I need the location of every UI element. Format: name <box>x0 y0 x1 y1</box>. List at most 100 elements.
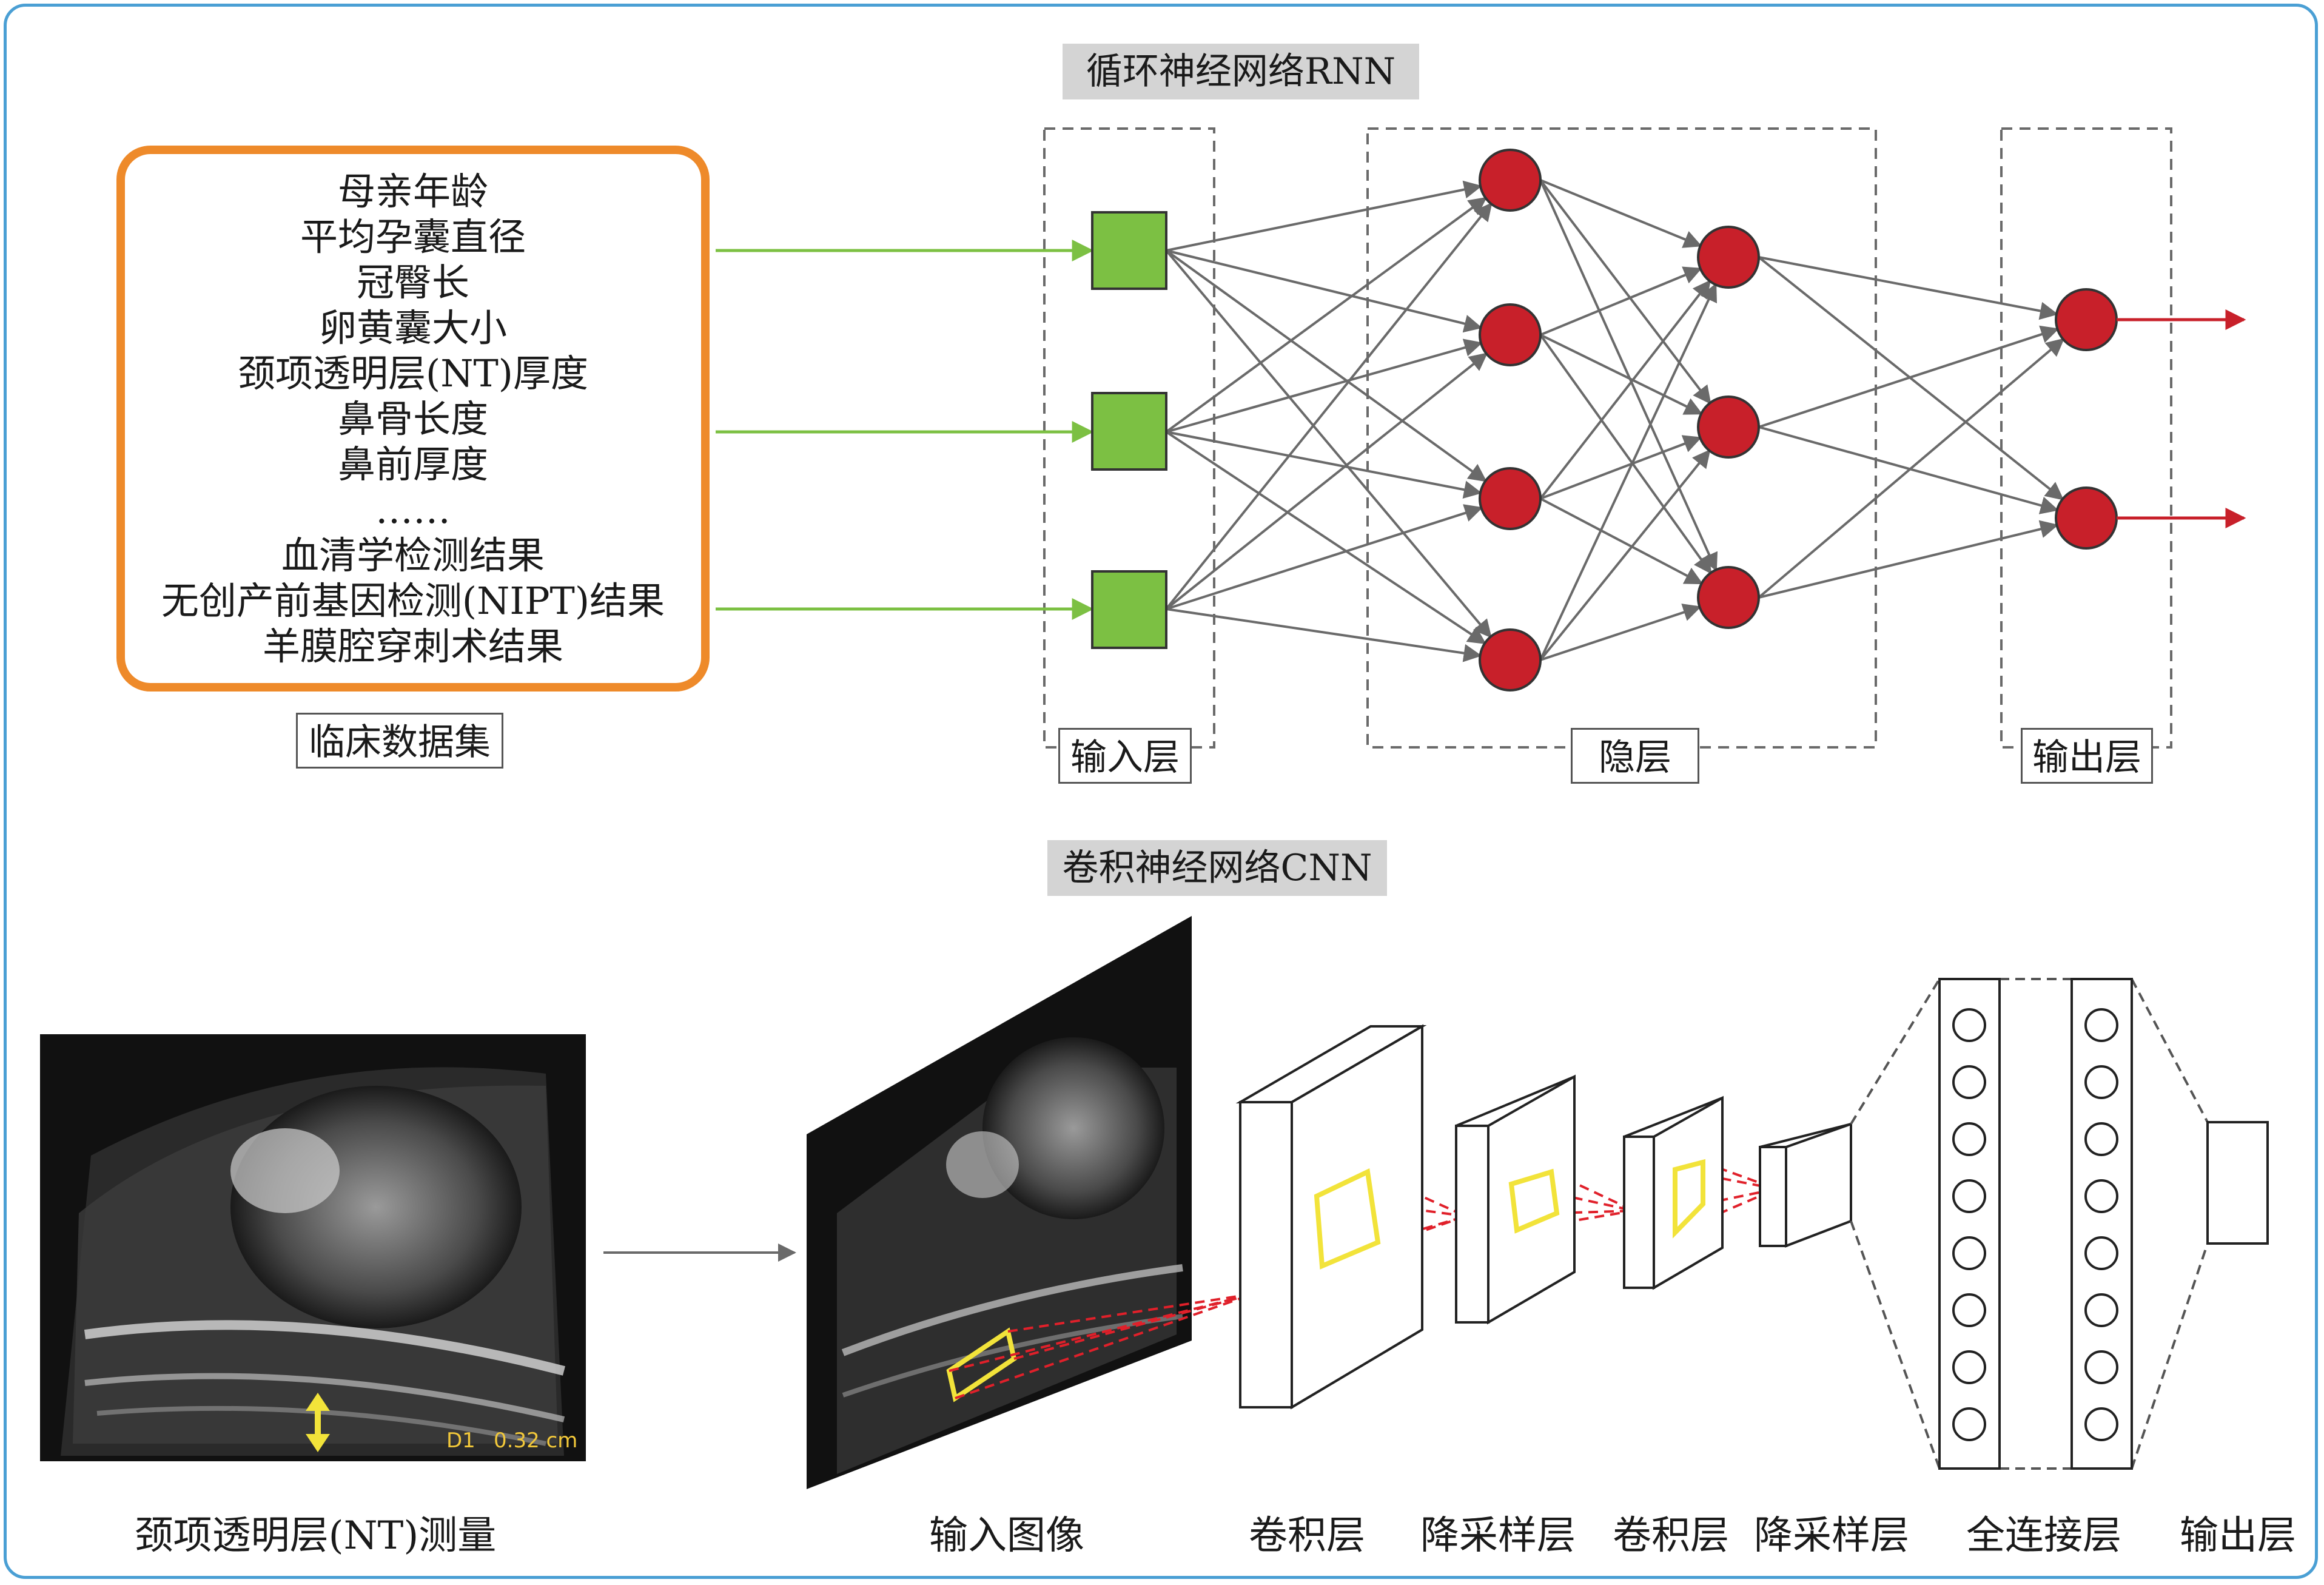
hidden2-neuron-1 <box>1697 226 1760 289</box>
fc-node <box>2084 1179 2118 1213</box>
input-node-3 <box>1091 570 1167 649</box>
rnn-connection <box>1165 197 1488 433</box>
rnn-neurons <box>1479 149 2118 692</box>
output-neuron-2 <box>2055 486 2118 550</box>
fc-node <box>1952 1008 1986 1042</box>
fc-node <box>2084 1350 2118 1384</box>
fc-node <box>1952 1122 1986 1156</box>
output-neuron-1 <box>2055 288 2118 351</box>
rnn-output-group <box>2000 127 2172 749</box>
conv1-filter <box>1314 1168 1381 1270</box>
cnn-fc-layer-2 <box>2070 978 2133 1470</box>
rnn-connection <box>1540 497 1704 585</box>
fc-node <box>1952 1293 1986 1327</box>
rnn-output-arrows <box>2117 309 2246 528</box>
clinical-item: 母亲年龄 <box>337 169 488 214</box>
rnn-connection <box>1166 338 1483 433</box>
clinical-dataset-box: 母亲年龄 平均孕囊直径 冠臀长 卵黄囊大小 颈项透明层(NT)厚度 鼻骨长度 鼻… <box>116 146 710 692</box>
rnn-connection <box>1539 180 1718 572</box>
clinical-item: 卵黄囊大小 <box>318 305 507 350</box>
hidden2-neuron-3 <box>1697 566 1760 629</box>
hidden1-neuron-1 <box>1479 149 1542 212</box>
rnn-hidden-layer-label: 隐层 <box>1571 728 1699 784</box>
clinical-dataset-label: 临床数据集 <box>296 713 503 769</box>
ultrasound-caption: 颈项透明层(NT)测量 <box>134 1513 497 1558</box>
fc-node <box>1952 1179 1986 1213</box>
rnn-connection <box>1166 431 1482 499</box>
cnn-input-image <box>807 916 1192 1489</box>
figure-frame <box>4 4 2318 1579</box>
nt-measure-value: 0.32 cm <box>494 1429 577 1453</box>
fc-node <box>1952 1065 1986 1099</box>
fc-fan-lines <box>1850 978 2209 1470</box>
clinical-item: …… <box>375 487 451 532</box>
fc-node <box>2084 1008 2118 1042</box>
cnn-stage-conv-2: 卷积层 <box>1613 1513 1729 1558</box>
hidden1-neuron-3 <box>1479 467 1542 530</box>
cnn-stage-pool-2: 降采样层 <box>1754 1513 1909 1558</box>
rnn-output-layer-label: 输出层 <box>2021 728 2153 784</box>
fc-node <box>1952 1350 1986 1384</box>
fc-node <box>1952 1407 1986 1441</box>
rnn-connection <box>1758 325 2060 428</box>
rnn-connection <box>1166 249 1483 333</box>
rnn-connection <box>1540 604 1702 661</box>
clinical-item: 鼻前厚度 <box>337 442 488 486</box>
rnn-connection <box>1540 266 1702 336</box>
rnn-connection <box>1540 334 1703 415</box>
fc-node <box>2084 1407 2118 1441</box>
input-node-1 <box>1091 211 1167 290</box>
rnn-connection <box>1540 435 1702 500</box>
rnn-connection <box>1166 504 1483 610</box>
rnn-connection <box>1165 249 1487 482</box>
clinical-item: 血清学检测结果 <box>281 533 545 577</box>
rnn-connection <box>1539 334 1712 574</box>
cnn-conv-layer-1 <box>1235 1024 1427 1410</box>
rnn-connections <box>1165 179 2065 662</box>
rnn-connection <box>1758 426 2059 514</box>
cnn-pool-layer-1 <box>1455 1074 1576 1325</box>
cnn-stage-pool-1: 降采样层 <box>1420 1513 1576 1558</box>
rnn-input-nodes <box>1091 211 1167 649</box>
rnn-connection <box>1758 520 2059 599</box>
rnn-connection <box>1165 352 1488 610</box>
clinical-item: 羊膜腔穿刺术结果 <box>262 624 563 668</box>
cnn-stage-conv-1: 卷积层 <box>1249 1513 1365 1558</box>
rnn-input-arrows <box>716 240 1094 620</box>
rnn-connection <box>1539 283 1718 661</box>
cnn-output-layer <box>2206 1121 2269 1245</box>
fc-node <box>2084 1065 2118 1099</box>
fc-node <box>2084 1122 2118 1156</box>
fc-node <box>1952 1236 1986 1270</box>
fc-node <box>2084 1236 2118 1270</box>
rnn-connection <box>1539 179 1711 405</box>
clinical-item: 无创产前基因检测(NIPT)结果 <box>161 578 665 623</box>
rnn-input-layer-label: 输入层 <box>1058 728 1192 784</box>
rnn-connection <box>1758 256 2058 320</box>
rnn-connection <box>1539 280 1711 500</box>
rnn-connection <box>1166 180 1482 252</box>
clinical-item: 鼻骨长度 <box>337 396 488 441</box>
conv2-filter <box>1673 1159 1705 1239</box>
rnn-connection <box>1540 179 1702 248</box>
cnn-stage-fc: 全连接层 <box>1966 1513 2121 1558</box>
hidden1-neuron-4 <box>1479 628 1542 692</box>
rnn-connection <box>1165 431 1486 645</box>
hidden1-neuron-2 <box>1479 303 1542 366</box>
rnn-title: 循环神经网络RNN <box>1063 44 1419 99</box>
input-node-2 <box>1091 392 1167 471</box>
clinical-item: 颈项透明层(NT)厚度 <box>238 351 588 395</box>
clinical-item: 平均孕囊直径 <box>300 214 526 259</box>
cnn-title: 卷积神经网络CNN <box>1047 840 1387 896</box>
rnn-connection <box>1165 249 1492 639</box>
cnn-fc-layer-1 <box>1938 978 2001 1470</box>
cnn-stage-input-image: 输入图像 <box>929 1513 1084 1558</box>
nt-measure-label: D1 <box>446 1429 475 1453</box>
fc-node <box>2084 1293 2118 1327</box>
rnn-connection <box>1539 449 1711 661</box>
pool1-filter <box>1508 1168 1560 1234</box>
rnn-connection <box>1165 202 1493 610</box>
ultrasound-image <box>40 1034 586 1461</box>
rnn-connection <box>1166 608 1482 662</box>
